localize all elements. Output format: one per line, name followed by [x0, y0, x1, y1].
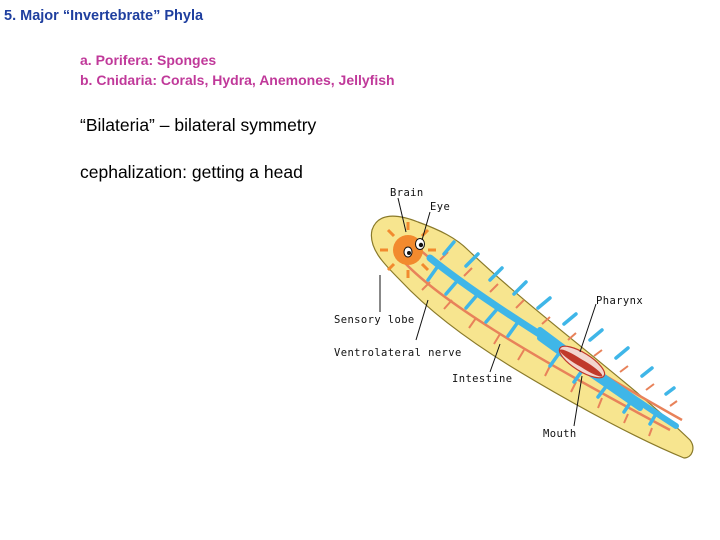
list-item-porifera: a. Porifera: Sponges	[80, 52, 217, 68]
label-intestine: Intestine	[452, 373, 513, 385]
intestine	[426, 240, 679, 429]
label-brain: Brain	[390, 187, 424, 199]
phyla-list: a. Porifera: Sponges b. Cnidaria: Corals…	[80, 50, 395, 90]
leader-lines	[379, 197, 597, 427]
label-sensory-lobe: Sensory lobe	[334, 314, 415, 326]
bilateria-text: “Bilateria” – bilateral symmetry	[80, 115, 317, 135]
label-pharynx: Pharynx	[596, 295, 643, 307]
eye	[403, 238, 425, 258]
list-item-cnidaria: b. Cnidaria: Corals, Hydra, Anemones, Je…	[80, 72, 395, 88]
slide-title: 5. Major “Invertebrate” Phyla	[4, 8, 204, 24]
label-eye: Eye	[430, 201, 450, 213]
nerve-branches	[421, 251, 678, 437]
cephalization-text: cephalization: getting a head	[80, 162, 303, 182]
pharynx	[558, 345, 606, 379]
label-ventrolateral-nerve: Ventrolateral nerve	[334, 347, 462, 359]
label-mouth: Mouth	[543, 428, 577, 440]
